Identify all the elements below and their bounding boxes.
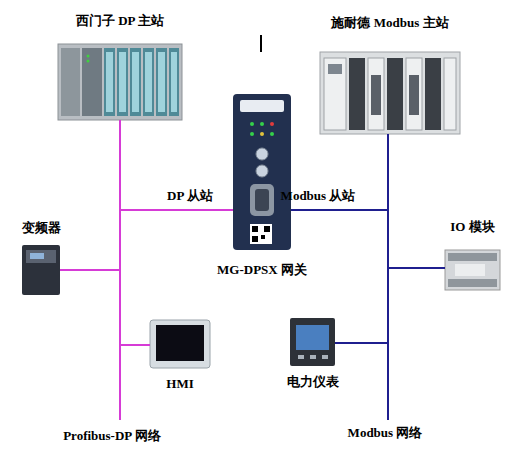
qr-dot [252, 226, 258, 232]
device-node: 西门子 DP 主站 [58, 44, 182, 120]
rotary-switch [256, 148, 268, 160]
plc-module [130, 48, 141, 116]
plc-module [117, 48, 128, 116]
hmi-panel [150, 320, 210, 368]
inverter-display [30, 253, 44, 259]
db9-socket [255, 189, 269, 211]
module-front [119, 52, 126, 112]
module-front [158, 52, 165, 112]
io-module [445, 250, 500, 290]
led [87, 60, 90, 63]
led [250, 132, 254, 136]
qr-dot [261, 235, 265, 239]
gateway-body [233, 94, 291, 250]
device-label: 西门子 DP 主站 [76, 13, 164, 28]
meter-button [298, 355, 304, 359]
module-front [132, 52, 139, 112]
led [260, 122, 264, 126]
led [250, 122, 254, 126]
inverter [22, 245, 60, 295]
device-label: MG-DPSX 网关 [217, 262, 307, 277]
led [260, 132, 264, 136]
device-node: IO 模块 [445, 250, 500, 290]
plc-module [61, 48, 80, 116]
bus-line [388, 134, 445, 268]
terminal-block [371, 75, 381, 115]
device-node: 电力仪表 [290, 318, 335, 366]
io-front [455, 264, 485, 276]
led [270, 122, 274, 126]
plc-module [406, 58, 422, 130]
module-front [106, 52, 113, 112]
plc-module [82, 48, 102, 116]
db9-connector [250, 184, 274, 216]
io-body [445, 250, 500, 290]
meter-button [310, 355, 316, 359]
plc-module [169, 48, 179, 116]
device-node: 施耐德 Modbus 主站 [320, 52, 460, 134]
plc-rail [58, 44, 182, 120]
io-terminals [448, 253, 497, 261]
hmi-bezel [150, 320, 210, 368]
edge-label: Modbus 从站 [281, 188, 356, 203]
logo-plate [240, 100, 284, 112]
power-meter [290, 318, 335, 366]
qr-dot [252, 236, 258, 242]
bus-line [335, 134, 388, 343]
bus-extension [119, 345, 121, 420]
tick-mark [260, 35, 262, 52]
plc-module [324, 58, 346, 130]
meter-button [322, 355, 328, 359]
qr-code [250, 224, 272, 244]
hmi-screen [156, 325, 204, 361]
gateway-device [233, 94, 291, 250]
led [87, 55, 90, 58]
network-label: Modbus 网络 [348, 425, 423, 440]
network-label: Profibus-DP 网络 [63, 428, 161, 443]
device-node: HMI [150, 320, 210, 368]
plc-module [349, 58, 365, 130]
inverter-panel [26, 250, 56, 263]
qr-dot [264, 226, 270, 232]
led [270, 132, 274, 136]
io-terminals [448, 279, 497, 287]
meter-bezel [290, 318, 335, 366]
plc-module [425, 58, 441, 130]
plc-module [444, 58, 456, 130]
meter-screen [296, 325, 329, 350]
plc-module [387, 58, 403, 130]
plc-module [104, 48, 115, 116]
device-label: 电力仪表 [287, 374, 339, 389]
plc-module [143, 48, 154, 116]
schneider-plc [320, 52, 460, 134]
rotary-switch [256, 165, 268, 177]
siemens-plc [58, 44, 182, 120]
device-label: IO 模块 [450, 219, 494, 234]
bus-line [120, 120, 150, 345]
plc-rack [320, 52, 460, 134]
device-label: 变频器 [22, 220, 61, 235]
device-label: HMI [166, 376, 193, 391]
terminal-block [409, 75, 419, 115]
module-front [171, 52, 177, 112]
bus-line [60, 120, 120, 270]
module-front [145, 52, 152, 112]
inverter-body [22, 245, 60, 295]
bus-line [120, 120, 233, 210]
plc-module [368, 58, 384, 130]
device-node: MG-DPSX 网关 [233, 94, 291, 250]
bus-extension [387, 343, 389, 420]
plc-module [156, 48, 167, 116]
device-label: 施耐德 Modbus 主站 [331, 15, 448, 30]
device-node: 变频器 [22, 245, 60, 295]
display [328, 64, 342, 74]
edge-label: DP 从站 [167, 188, 213, 203]
